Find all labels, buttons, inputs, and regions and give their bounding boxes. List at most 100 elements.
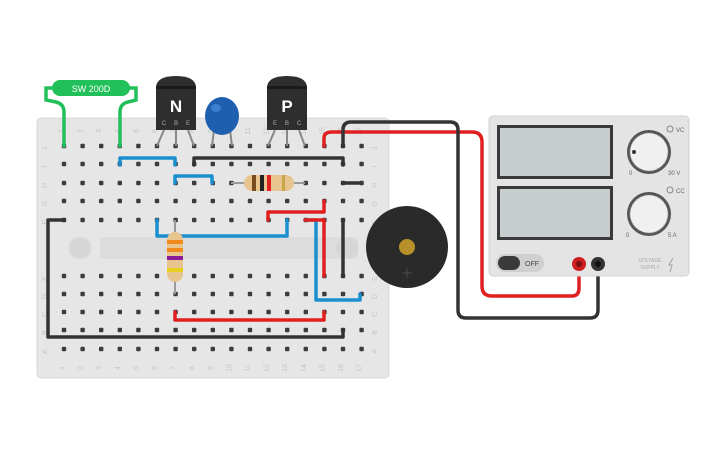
breadboard-hole[interactable] (99, 198, 104, 204)
breadboard-hole[interactable] (99, 309, 104, 315)
wire-blue-2[interactable] (173, 174, 214, 185)
wire-red-2[interactable] (303, 218, 326, 278)
breadboard-hole[interactable] (99, 327, 104, 333)
breadboard-hole[interactable] (117, 327, 122, 333)
breadboard-hole[interactable] (136, 161, 141, 167)
wire-black-3[interactable] (46, 218, 345, 339)
breadboard-hole[interactable] (303, 198, 308, 204)
breadboard-hole[interactable] (303, 309, 308, 315)
breadboard-hole[interactable] (117, 291, 122, 297)
breadboard-hole[interactable] (136, 327, 141, 333)
breadboard-hole[interactable] (154, 346, 160, 352)
breadboard-hole[interactable] (285, 161, 290, 167)
breadboard-hole[interactable] (136, 180, 141, 186)
breadboard-hole[interactable] (303, 327, 308, 333)
breadboard-hole[interactable] (136, 198, 141, 204)
breadboard-hole[interactable] (210, 161, 215, 167)
breadboard-hole[interactable] (117, 180, 122, 186)
breadboard-hole[interactable] (303, 180, 308, 186)
breadboard-hole[interactable] (80, 198, 85, 204)
power-supply[interactable]: VC 0 30 V CC 0 5 A OFF VOLTAGE SUPPLY (488, 115, 690, 277)
breadboard-hole[interactable] (117, 309, 122, 315)
breadboard-hole[interactable] (229, 161, 234, 167)
breadboard-hole[interactable] (80, 180, 85, 186)
breadboard-hole[interactable] (322, 327, 327, 333)
breadboard-hole[interactable] (285, 346, 290, 352)
wire-red-3[interactable] (173, 310, 326, 322)
breadboard-hole[interactable] (266, 273, 271, 279)
breadboard-hole[interactable] (285, 309, 290, 315)
breadboard-hole[interactable] (61, 198, 67, 204)
breadboard-hole[interactable] (210, 198, 215, 204)
breadboard-hole[interactable] (266, 309, 271, 315)
breadboard-hole[interactable] (136, 309, 141, 315)
breadboard-hole[interactable] (247, 143, 253, 149)
breadboard-hole[interactable] (247, 309, 253, 315)
breadboard-hole[interactable] (61, 346, 67, 352)
tilt-switch[interactable]: SW 200D (44, 80, 138, 148)
breadboard-hole[interactable] (117, 198, 122, 204)
breadboard-hole[interactable] (229, 198, 234, 204)
breadboard-hole[interactable] (80, 327, 85, 333)
breadboard-hole[interactable] (359, 327, 364, 333)
breadboard-hole[interactable] (210, 346, 215, 352)
ceramic-capacitor[interactable] (205, 97, 239, 147)
breadboard-hole[interactable] (247, 291, 253, 297)
breadboard-hole[interactable] (285, 327, 290, 333)
breadboard-hole[interactable] (340, 346, 346, 352)
breadboard-hole[interactable] (303, 161, 308, 167)
breadboard-hole[interactable] (99, 143, 104, 149)
breadboard-hole[interactable] (359, 143, 364, 149)
breadboard-hole[interactable] (154, 327, 160, 333)
breadboard-hole[interactable] (173, 327, 178, 333)
breadboard-hole[interactable] (61, 327, 67, 333)
breadboard-hole[interactable] (117, 273, 122, 279)
breadboard-hole[interactable] (210, 291, 215, 297)
breadboard-hole[interactable] (192, 180, 197, 186)
breadboard-hole[interactable] (99, 346, 104, 352)
breadboard-hole[interactable] (80, 346, 85, 352)
breadboard-hole[interactable] (192, 309, 197, 315)
breadboard-hole[interactable] (99, 273, 104, 279)
breadboard-hole[interactable] (80, 309, 85, 315)
breadboard-hole[interactable] (99, 180, 104, 186)
breadboard-hole[interactable] (322, 180, 327, 186)
breadboard-hole[interactable] (136, 217, 141, 223)
breadboard-hole[interactable] (359, 198, 364, 204)
breadboard-hole[interactable] (154, 309, 160, 315)
breadboard-hole[interactable] (99, 291, 104, 297)
breadboard-hole[interactable] (322, 291, 327, 297)
wire-black-1[interactable] (192, 156, 345, 167)
breadboard-hole[interactable] (340, 309, 346, 315)
breadboard-hole[interactable] (99, 161, 104, 167)
breadboard-hole[interactable] (229, 309, 234, 315)
breadboard-hole[interactable] (285, 198, 290, 204)
breadboard-hole[interactable] (136, 291, 141, 297)
breadboard-hole[interactable] (322, 161, 327, 167)
breadboard-hole[interactable] (154, 161, 160, 167)
breadboard-hole[interactable] (61, 273, 67, 279)
breadboard-hole[interactable] (266, 327, 271, 333)
breadboard-hole[interactable] (229, 291, 234, 297)
wires[interactable] (46, 156, 362, 339)
breadboard-hole[interactable] (210, 217, 215, 223)
breadboard-hole[interactable] (80, 291, 85, 297)
breadboard-hole[interactable] (192, 327, 197, 333)
wire-blue-1[interactable] (118, 156, 177, 167)
breadboard-hole[interactable] (173, 346, 178, 352)
breadboard-hole[interactable] (229, 346, 234, 352)
breadboard-hole[interactable] (61, 180, 67, 186)
breadboard-hole[interactable] (210, 327, 215, 333)
breadboard-hole[interactable] (229, 327, 234, 333)
breadboard-hole[interactable] (266, 161, 271, 167)
breadboard-hole[interactable] (247, 161, 253, 167)
breadboard-hole[interactable] (247, 327, 253, 333)
breadboard-hole[interactable] (80, 217, 85, 223)
wire-supply-red[interactable] (322, 130, 581, 298)
breadboard-hole[interactable] (266, 291, 271, 297)
breadboard-hole[interactable] (340, 291, 346, 297)
breadboard-hole[interactable] (117, 217, 122, 223)
breadboard-hole[interactable] (247, 346, 253, 352)
breadboard-hole[interactable] (192, 291, 197, 297)
